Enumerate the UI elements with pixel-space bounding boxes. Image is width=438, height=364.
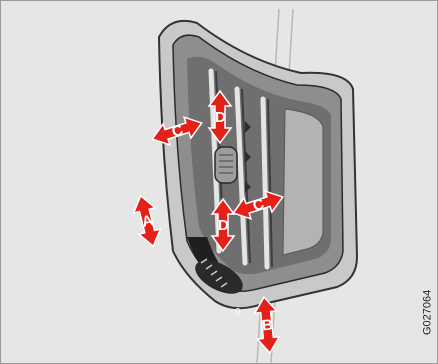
- arrow-d-bottom-label: D: [218, 217, 229, 234]
- direction-adjuster-knob: [215, 147, 237, 183]
- arrow-a: A: [130, 193, 164, 249]
- vent-right-panel: [283, 109, 323, 255]
- arrow-b-label: B: [261, 316, 274, 334]
- figure-reference-code: G027064: [421, 290, 433, 335]
- arrow-d-top-label: D: [215, 109, 226, 126]
- arrow-a-label: A: [140, 212, 155, 231]
- wheel-mark-zero: 0: [235, 307, 241, 318]
